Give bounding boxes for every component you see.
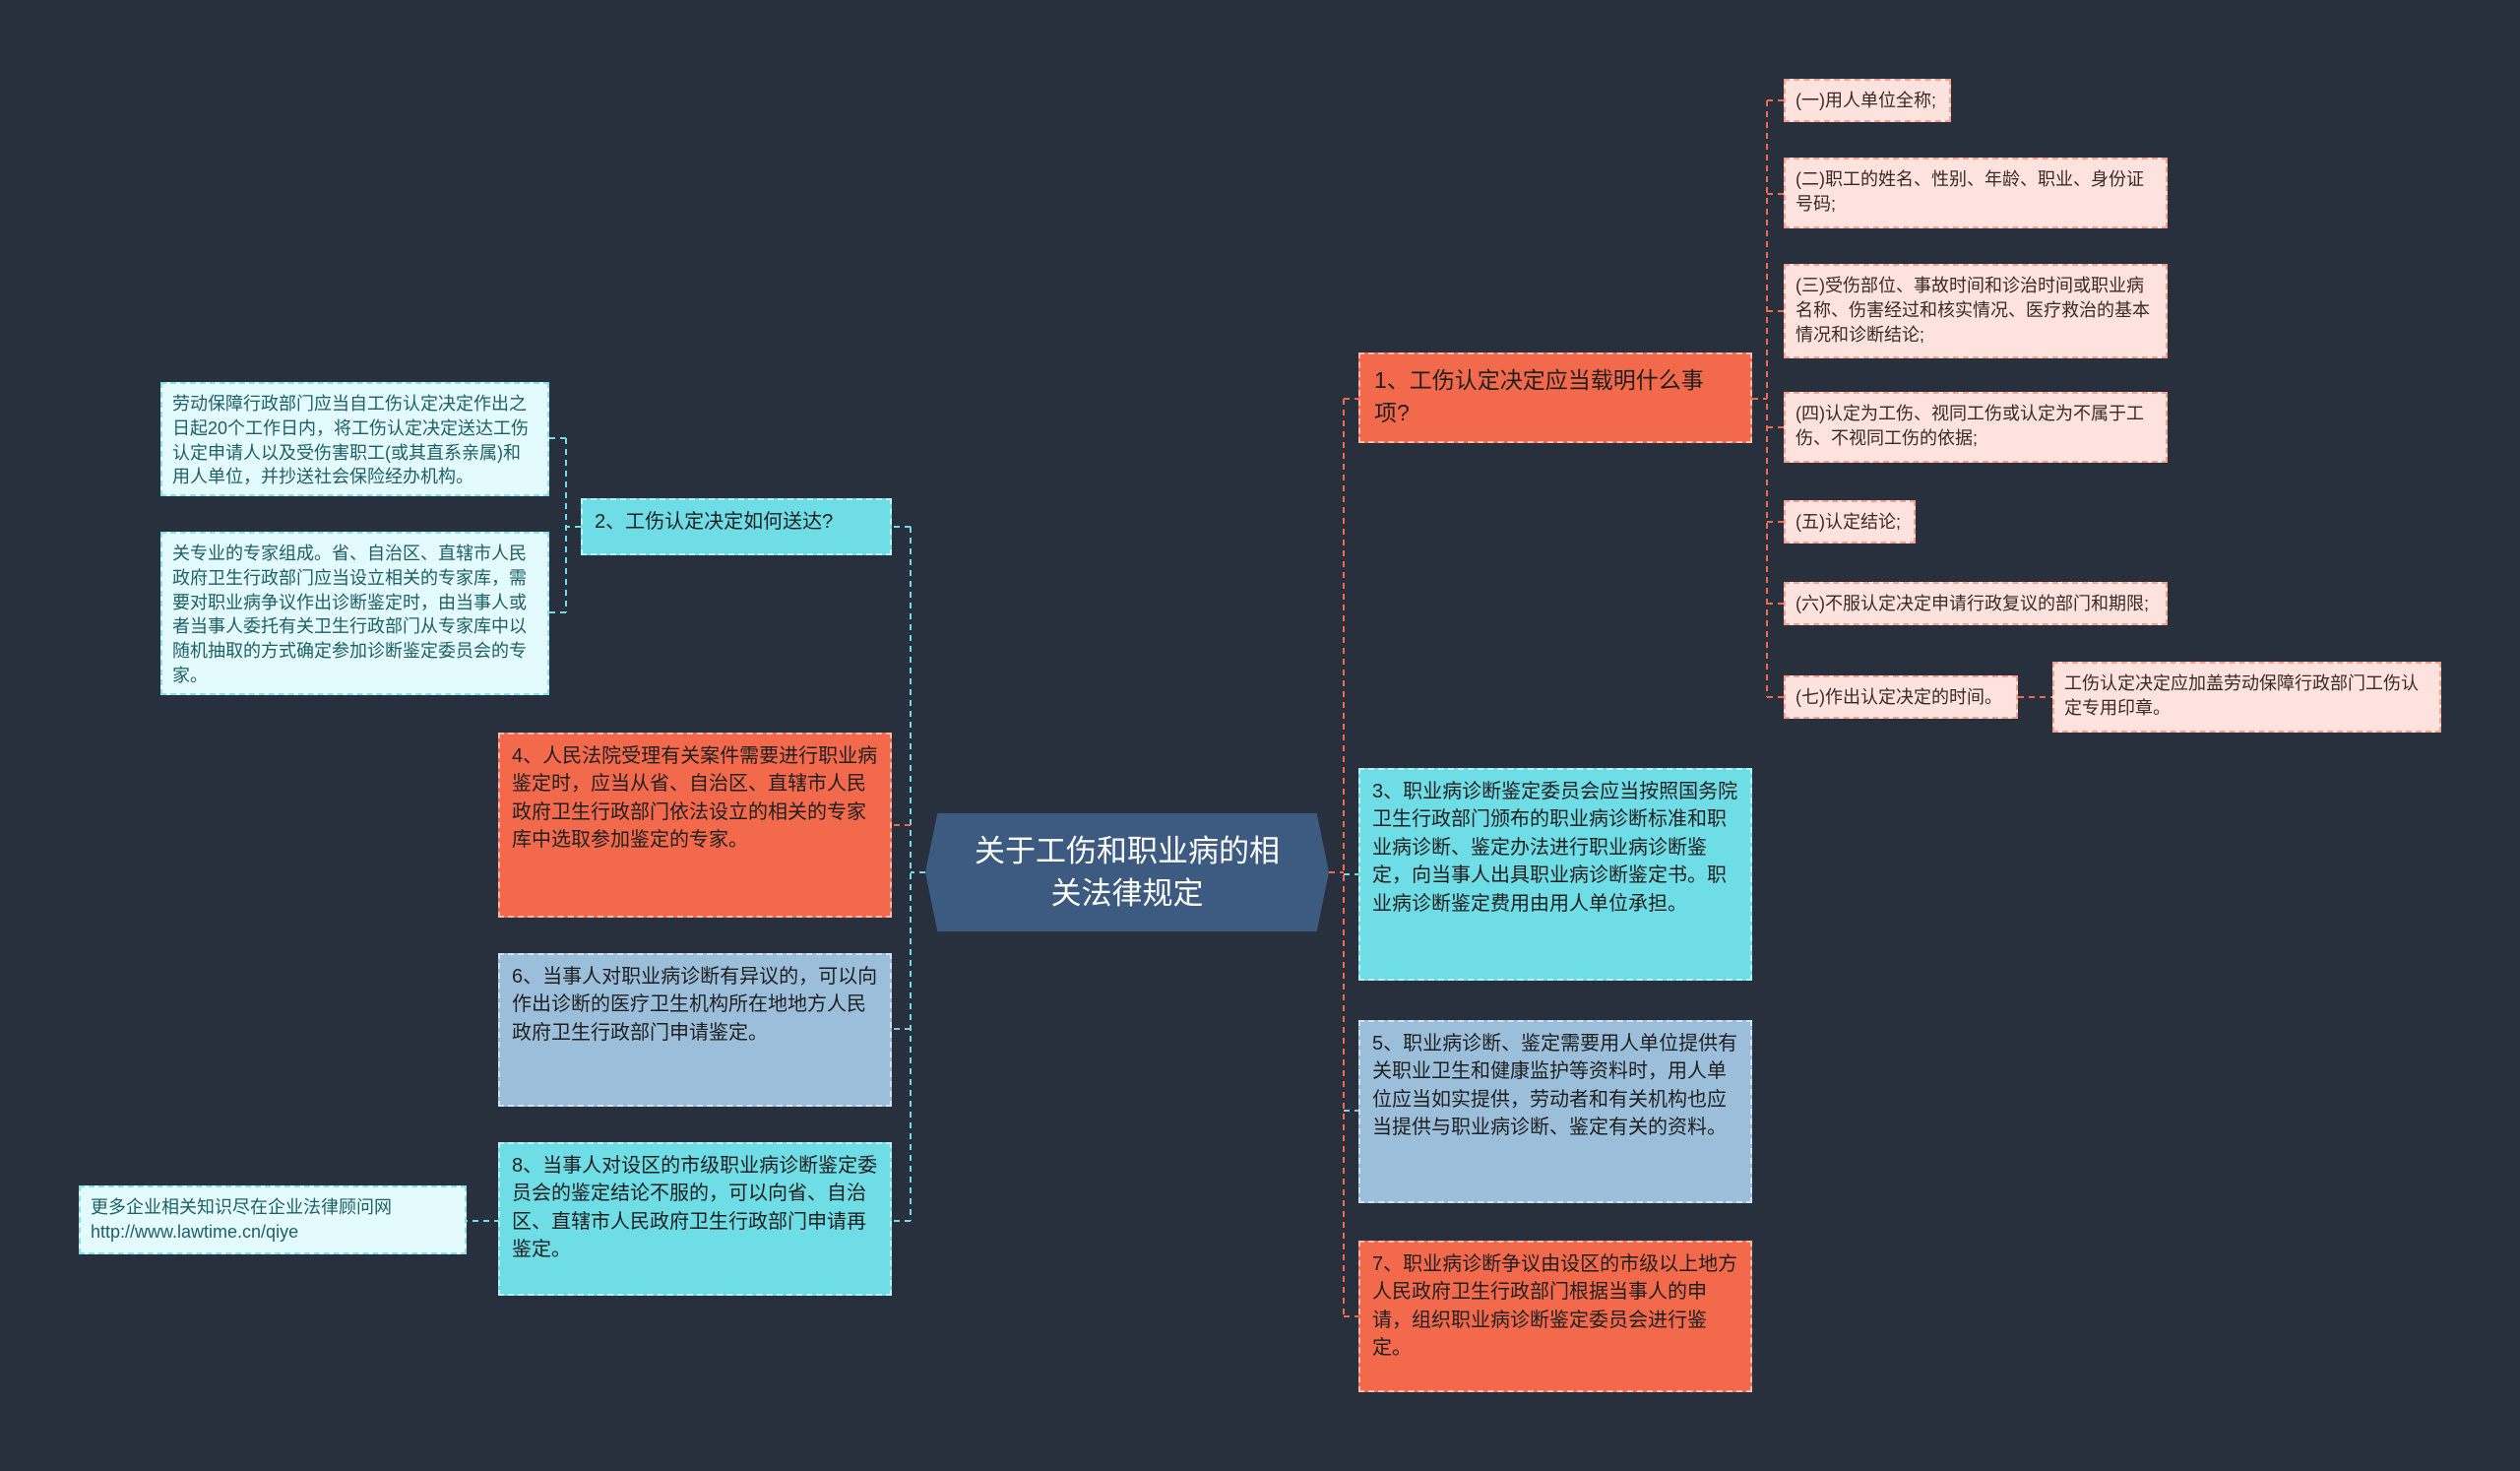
branch-n5[interactable]: 5、职业病诊断、鉴定需要用人单位提供有关职业卫生和健康监护等资料时，用人单位应当… [1358,1020,1752,1203]
branch-n4[interactable]: 4、人民法院受理有关案件需要进行职业病鉴定时，应当从省、自治区、直辖市人民政府卫… [498,733,892,918]
q2-answer-a-label: 劳动保障行政部门应当自工伤认定决定作出之日起20个工作日内，将工伤认定决定送达工… [172,394,530,487]
q2-answer-a[interactable]: 劳动保障行政部门应当自工伤认定决定作出之日起20个工作日内，将工伤认定决定送达工… [160,382,549,496]
q1-item-7-note[interactable]: 工伤认定决定应加盖劳动保障行政部门工伤认定专用印章。 [2052,662,2441,733]
q1-item-7[interactable]: (七)作出认定决定的时间。 [1784,675,2018,719]
branch-n4-label: 4、人民法院受理有关案件需要进行职业病鉴定时，应当从省、自治区、直辖市人民政府卫… [512,745,878,852]
branch-q1-label: 1、工伤认定决定应当载明什么事项? [1374,367,1704,425]
q1-item-6-label: (六)不服认定决定申请行政复议的部门和期限; [1796,594,2149,613]
q1-item-6[interactable]: (六)不服认定决定申请行政复议的部门和期限; [1784,582,2168,625]
q1-item-5-label: (五)认定结论; [1796,512,1901,532]
branch-n8[interactable]: 8、当事人对设区的市级职业病诊断鉴定委员会的鉴定结论不服的，可以向省、自治区、直… [498,1142,892,1296]
q1-item-2-label: (二)职工的姓名、性别、年龄、职业、身份证号码; [1796,169,2144,214]
branch-n7-label: 7、职业病诊断争议由设区的市级以上地方人民政府卫生行政部门根据当事人的申请，组织… [1372,1253,1738,1360]
q1-item-1[interactable]: (一)用人单位全称; [1784,79,1951,122]
n8-note[interactable]: 更多企业相关知识尽在企业法律顾问网http://www.lawtime.cn/q… [79,1185,467,1254]
n8-note-label: 更多企业相关知识尽在企业法律顾问网http://www.lawtime.cn/q… [91,1197,392,1242]
central-topic[interactable]: 关于工伤和职业病的相关法律规定 [925,813,1329,931]
branch-n7[interactable]: 7、职业病诊断争议由设区的市级以上地方人民政府卫生行政部门根据当事人的申请，组织… [1358,1241,1752,1392]
q1-item-7-note-label: 工伤认定决定应加盖劳动保障行政部门工伤认定专用印章。 [2064,673,2419,718]
branch-n3[interactable]: 3、职业病诊断鉴定委员会应当按照国务院卫生行政部门颁布的职业病诊断标准和职业病诊… [1358,768,1752,981]
q1-item-7-label: (七)作出认定决定的时间。 [1796,687,2002,707]
q1-item-5[interactable]: (五)认定结论; [1784,500,1916,544]
branch-n6-label: 6、当事人对职业病诊断有异议的，可以向作出诊断的医疗卫生机构所在地地方人民政府卫… [512,966,878,1044]
q2-answer-b[interactable]: 关专业的专家组成。省、自治区、直辖市人民政府卫生行政部门应当设立相关的专家库，需… [160,532,549,695]
branch-q2[interactable]: 2、工伤认定决定如何送达? [581,498,892,555]
q1-item-1-label: (一)用人单位全称; [1796,91,1936,110]
q1-item-4[interactable]: (四)认定为工伤、视同工伤或认定为不属于工伤、不视同工伤的依据; [1784,392,2168,463]
branch-q1[interactable]: 1、工伤认定决定应当载明什么事项? [1358,352,1752,443]
branch-n8-label: 8、当事人对设区的市级职业病诊断鉴定委员会的鉴定结论不服的，可以向省、自治区、直… [512,1155,878,1261]
q1-item-2[interactable]: (二)职工的姓名、性别、年龄、职业、身份证号码; [1784,158,2168,228]
q1-item-4-label: (四)认定为工伤、视同工伤或认定为不属于工伤、不视同工伤的依据; [1796,404,2144,448]
q2-answer-b-label: 关专业的专家组成。省、自治区、直辖市人民政府卫生行政部门应当设立相关的专家库，需… [172,544,527,686]
central-topic-label: 关于工伤和职业病的相关法律规定 [975,833,1280,911]
branch-n5-label: 5、职业病诊断、鉴定需要用人单位提供有关职业卫生和健康监护等资料时，用人单位应当… [1372,1033,1738,1139]
branch-n6[interactable]: 6、当事人对职业病诊断有异议的，可以向作出诊断的医疗卫生机构所在地地方人民政府卫… [498,953,892,1107]
branch-q2-label: 2、工伤认定决定如何送达? [595,511,834,533]
q1-item-3[interactable]: (三)受伤部位、事故时间和诊治时间或职业病名称、伤害经过和核实情况、医疗救治的基… [1784,264,2168,358]
q1-item-3-label: (三)受伤部位、事故时间和诊治时间或职业病名称、伤害经过和核实情况、医疗救治的基… [1796,276,2150,345]
branch-n3-label: 3、职业病诊断鉴定委员会应当按照国务院卫生行政部门颁布的职业病诊断标准和职业病诊… [1372,781,1738,915]
